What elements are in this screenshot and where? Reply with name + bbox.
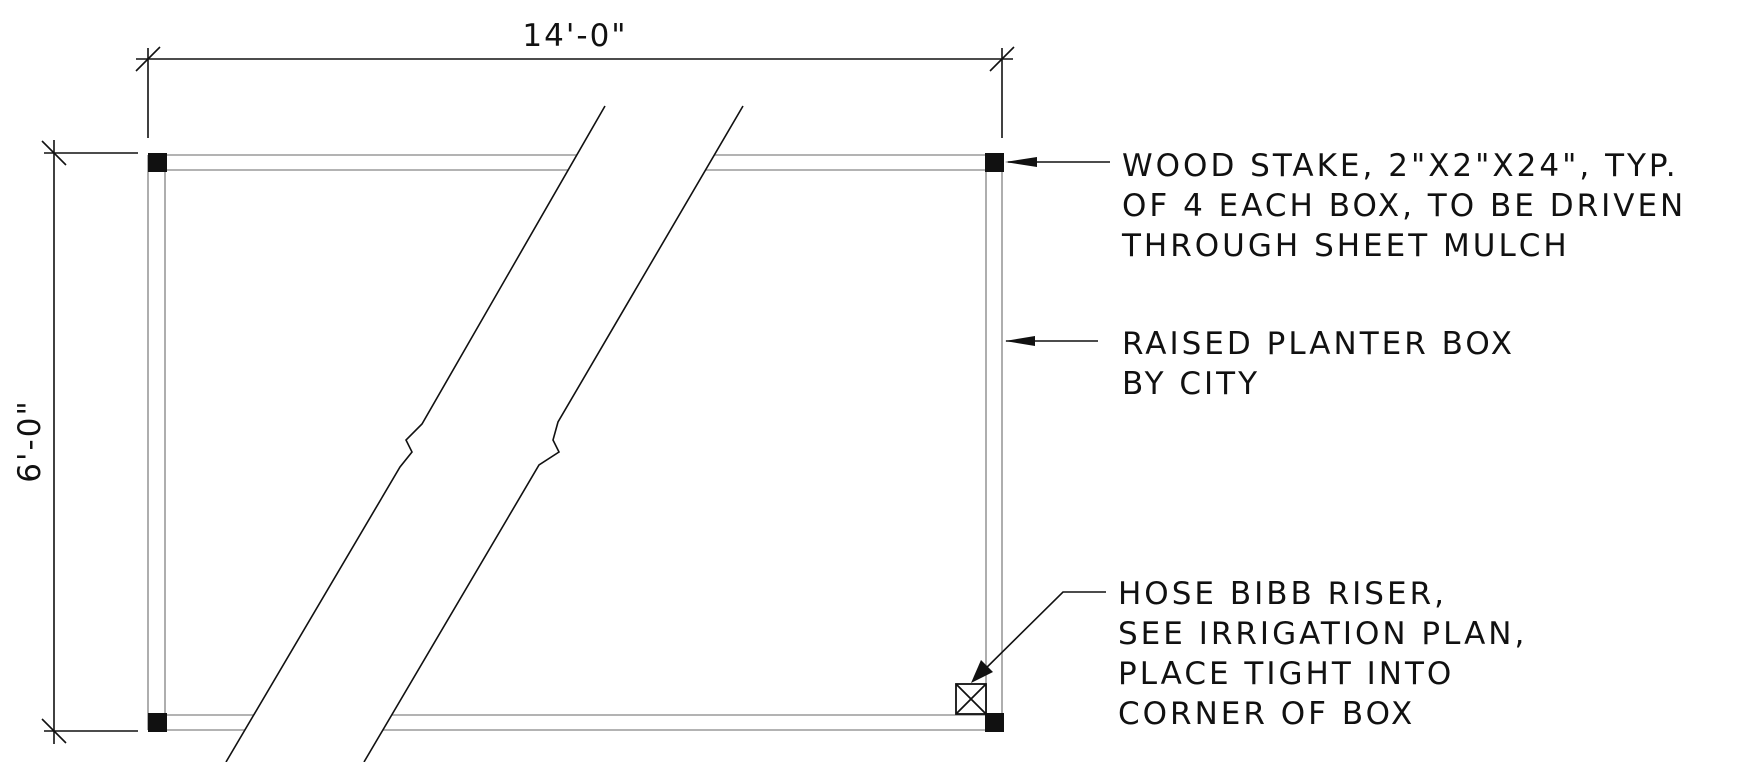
- arrowhead-hose-bibb: [971, 660, 993, 683]
- wood-stake-top-left: [148, 153, 167, 172]
- height-dimension-label: 6'-0": [12, 399, 48, 482]
- path-band-right-line: [363, 105, 744, 762]
- wood-stakes: [148, 153, 1004, 732]
- arrowhead-planter-box: [1005, 336, 1035, 346]
- width-dimension-label: 14'-0": [522, 18, 627, 54]
- callout-planter-box-line-1: RAISED PLANTER BOX: [1122, 326, 1515, 362]
- height-dimension: [41, 140, 138, 744]
- callout-wood-stake: WOOD STAKE, 2"X2"X24", TYP. OF 4 EACH BO…: [1121, 148, 1686, 264]
- leader-arrowheads: [971, 157, 1037, 683]
- callout-planter-box: RAISED PLANTER BOX BY CITY: [1122, 326, 1515, 402]
- height-tick-top: [41, 140, 67, 166]
- height-tick-bottom: [41, 718, 67, 744]
- callout-planter-box-line-2: BY CITY: [1122, 366, 1260, 402]
- path-band-mask: [226, 106, 743, 762]
- wood-stake-bottom-right: [985, 713, 1004, 732]
- callout-hose-bibb-line-2: SEE IRRIGATION PLAN,: [1118, 616, 1527, 652]
- callout-wood-stake-line-1: WOOD STAKE, 2"X2"X24", TYP.: [1122, 148, 1679, 184]
- width-dimension: [135, 46, 1015, 138]
- callout-wood-stake-line-3: THROUGH SHEET MULCH: [1121, 228, 1570, 264]
- path-band-left-line: [225, 105, 606, 762]
- path-band-lines: [225, 105, 744, 762]
- width-tick-left: [135, 46, 161, 72]
- arrowhead-wood-stake: [1005, 157, 1037, 167]
- callout-hose-bibb-line-3: PLACE TIGHT INTO: [1118, 656, 1454, 692]
- hose-bibb-riser-symbol: [955, 683, 987, 715]
- callout-hose-bibb-line-4: CORNER OF BOX: [1118, 696, 1415, 732]
- callout-hose-bibb: HOSE BIBB RISER, SEE IRRIGATION PLAN, PL…: [1118, 576, 1527, 732]
- width-tick-right: [989, 46, 1015, 72]
- leader-hose-bibb: [973, 591, 1106, 681]
- wood-stake-bottom-left: [148, 713, 167, 732]
- leader-lines: [973, 161, 1110, 681]
- callout-wood-stake-line-2: OF 4 EACH BOX, TO BE DRIVEN: [1122, 188, 1686, 224]
- wood-stake-top-right: [985, 153, 1004, 172]
- callout-hose-bibb-line-1: HOSE BIBB RISER,: [1118, 576, 1447, 612]
